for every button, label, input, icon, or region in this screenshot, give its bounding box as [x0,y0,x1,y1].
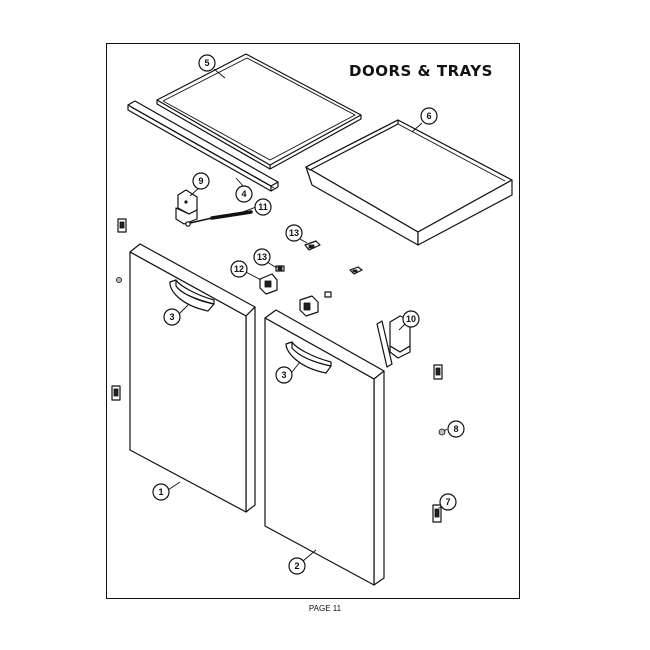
svg-text:2: 2 [294,561,299,571]
page-footer: PAGE 11 [308,604,342,613]
svg-text:13: 13 [289,228,299,238]
callout-10: 10 [402,310,420,328]
clip-part-13-upper [304,240,321,251]
callout-13-upper: 13 [285,224,303,242]
strut-part-11 [185,210,253,227]
latch-right [433,364,443,380]
latch-lower-left [111,385,121,401]
door-part-2 [264,309,385,586]
svg-text:5: 5 [204,58,209,68]
svg-text:8: 8 [453,424,458,434]
tray-part-6 [305,119,513,246]
svg-text:10: 10 [406,314,416,324]
svg-text:12: 12 [234,264,244,274]
clip-part-13-lower [275,265,285,272]
svg-text:7: 7 [445,497,450,507]
catch-part-7 [432,504,442,523]
clip-center-small [324,291,332,298]
callout-11: 11 [254,198,272,216]
callout-3-left: 3 [163,308,181,326]
callout-13-lower: 13 [253,248,271,266]
svg-text:4: 4 [241,189,246,199]
top-tray-part-5 [156,53,362,170]
screw-part-8 [438,428,446,436]
callout-6: 6 [420,107,438,125]
latch-upper-left [117,218,127,233]
svg-text:9: 9 [198,176,203,186]
callout-4: 4 [235,185,253,203]
callout-2: 2 [288,557,306,575]
rail-part-4 [127,100,279,192]
hinge-part-12 [259,273,278,295]
callout-1: 1 [152,483,170,501]
diagram-frame [106,43,520,599]
callout-3-right: 3 [275,366,293,384]
svg-text:13: 13 [257,252,267,262]
hinge-center [299,295,319,317]
svg-text:3: 3 [281,370,286,380]
callout-7: 7 [439,493,457,511]
svg-text:11: 11 [258,202,268,212]
callout-5: 5 [198,54,216,72]
door-part-1 [129,243,256,513]
callout-8: 8 [447,420,465,438]
svg-text:6: 6 [426,111,431,121]
svg-text:1: 1 [158,487,163,497]
callout-12: 12 [230,260,248,278]
bracket-part-9 [175,189,198,225]
callout-9: 9 [192,172,210,190]
clip-small-mid [349,266,363,275]
page-title: DOORS & TRAYS [349,62,493,80]
screw-left [116,277,122,283]
svg-text:3: 3 [169,312,174,322]
